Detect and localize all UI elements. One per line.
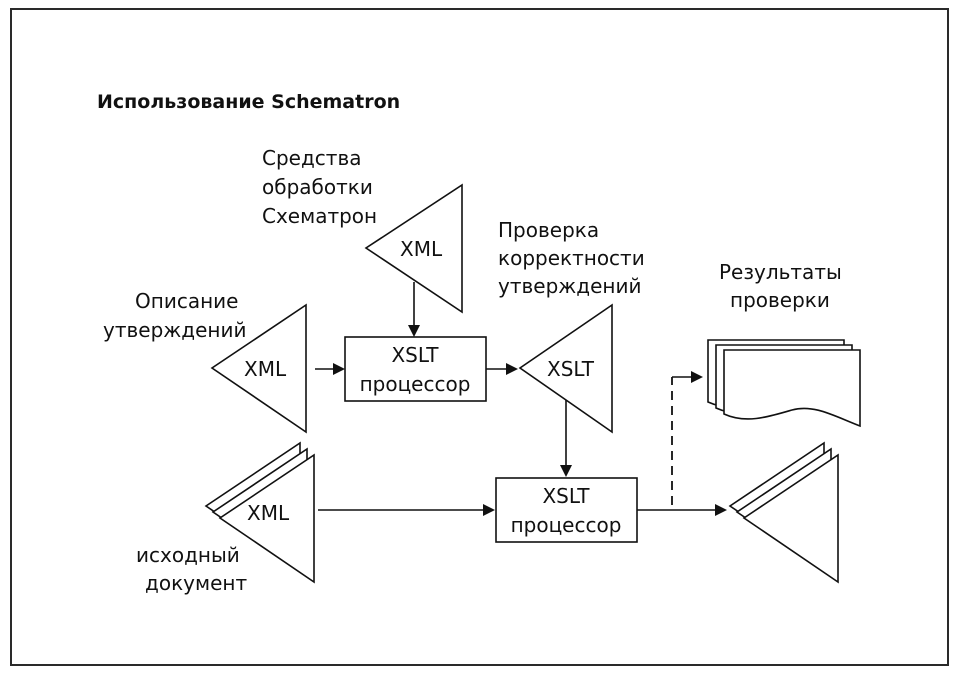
label-source-document: исходный документ [136,543,247,595]
xml-tools-label: XML [400,237,443,261]
processor-2-line-2: процессор [511,513,622,537]
xslt-generated-label: XSLT [547,357,595,381]
xml-description-label: XML [244,357,287,381]
processor-1-line-1: XSLT [391,343,439,367]
diagram-title: Использование Schematron [97,91,400,113]
xslt-processor-2: XSLT процессор [495,477,638,543]
processor-1-line-2: процессор [360,372,471,396]
xml-tools-triangle: XML [364,183,463,314]
label-description: Описание утверждений [103,289,247,342]
label-validation: Проверка корректности утверждений [498,218,651,298]
connectors [315,282,727,516]
output-triangle-stack [728,441,839,584]
label-results: Результаты проверки [719,260,848,312]
xml-description-triangle: XML [210,303,307,434]
xml-source-stack: XML [204,441,315,584]
label-tools: Средства обработки Схематрон [262,146,379,228]
xml-source-label: XML [247,501,290,525]
results-document-stack [707,339,861,428]
diagram-frame [10,8,949,666]
xslt-processor-1: XSLT процессор [344,336,487,402]
processor-2-line-1: XSLT [542,484,590,508]
